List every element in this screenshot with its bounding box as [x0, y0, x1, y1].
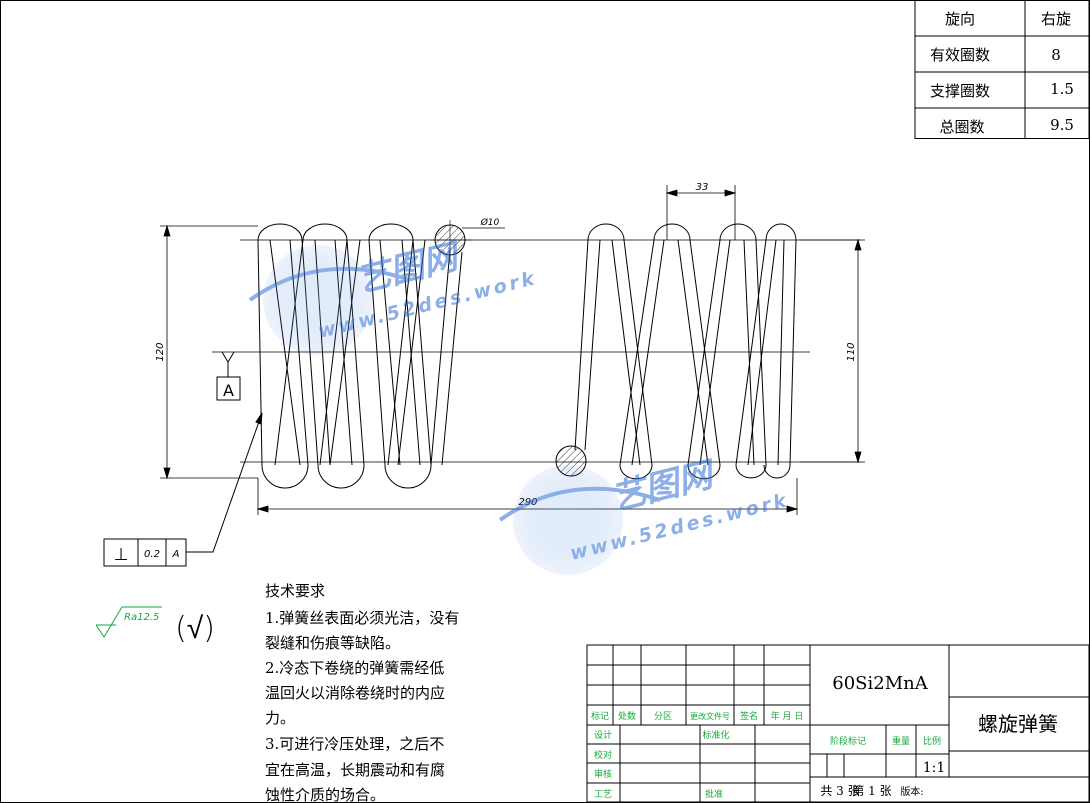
header-signature: 签名: [740, 710, 758, 722]
spec-value: 1.5: [1050, 80, 1074, 98]
coil-bottom-turn: [261, 464, 309, 489]
coil-top-turn: [653, 223, 691, 241]
role-standardization: 标准化: [702, 729, 729, 741]
tech-req-line: 温回火以消除卷绕时的内应: [265, 684, 445, 702]
tolerance-frame: [103, 412, 263, 567]
total-sheets: 共 3 张: [820, 784, 859, 798]
coil-top-turn: [257, 223, 303, 241]
watermark-logo: 艺图网 www.52des.work: [498, 454, 791, 575]
role-check: 校对: [594, 749, 612, 761]
tech-req-line: 力。: [265, 709, 295, 727]
coil-top-turn: [302, 223, 348, 241]
role-review: 审核: [594, 768, 612, 780]
dim-wire-diameter: Ø10: [480, 217, 500, 228]
spec-table: 旋向 右旋 有效圈数 8 支撑圈数 1.5 总圈数 9.5: [914, 0, 1090, 139]
spec-label: 支撑圈数: [930, 82, 990, 100]
roughness-suffix: (√): [175, 611, 215, 646]
stage-label: 阶段标记: [830, 735, 866, 747]
datum-marker: [216, 351, 241, 401]
header-change-doc: 更改文件号: [690, 711, 730, 721]
coil-top-turn: [719, 223, 757, 241]
tolerance-datum: A: [172, 549, 180, 560]
coil-top-turn: [368, 223, 414, 241]
spec-value: 右旋: [1041, 10, 1071, 28]
dim-outer-height: 120: [155, 342, 166, 361]
coil-bottom-turn: [687, 464, 721, 480]
dimensions: [160, 185, 865, 515]
tech-req-line: 1.弹簧丝表面必须光洁，没有: [265, 609, 459, 627]
header-count: 处数: [618, 710, 636, 722]
tech-req-title: 技术要求: [265, 582, 325, 600]
role-process: 工艺: [594, 789, 612, 800]
tech-req-line: 2.冷态下卷绕的弹簧需经低: [265, 659, 444, 677]
datum-label: A: [223, 381, 234, 400]
spec-label: 旋向: [945, 10, 975, 28]
spec-value: 9.5: [1050, 116, 1074, 134]
roughness-value: Ra12.5: [124, 612, 159, 623]
coil-top-turn: [765, 223, 797, 241]
scale-value: 1:1: [923, 760, 946, 776]
title-block: [586, 644, 1090, 803]
weight-label: 重量: [892, 735, 910, 747]
coil-top-turn: [587, 223, 625, 241]
material-name: 60Si2MnA: [832, 673, 928, 694]
coil-bottom-turn: [384, 464, 432, 489]
header-date: 年 月 日: [771, 710, 804, 722]
roughness-symbol: [95, 606, 162, 638]
sheet-number: 第 1 张: [852, 784, 891, 798]
tech-req-line: 3.可进行冷压处理，之后不: [265, 735, 444, 753]
tolerance-value: 0.2: [144, 549, 160, 560]
spec-label: 总圈数: [939, 118, 984, 136]
spec-value: 8: [1051, 46, 1061, 64]
tech-req-line: 宜在高温，长期震动和有腐: [265, 761, 445, 779]
part-name: 螺旋弹簧: [978, 712, 1058, 736]
perpendicularity-icon: ⊥: [114, 545, 129, 565]
coil-bottom-turn: [317, 464, 365, 489]
version-label: 版本:: [900, 785, 923, 798]
watermark-logo: 艺图网 www.52des.work: [248, 236, 539, 355]
spec-label: 有效圈数: [930, 46, 990, 64]
role-design: 设计: [594, 729, 612, 741]
coil-bottom-turn: [619, 464, 653, 480]
dim-inner-height: 110: [846, 342, 857, 361]
scale-label: 比例: [923, 735, 941, 747]
coil-bottom-turn: [763, 464, 791, 479]
tech-req-line: 裂缝和伤痕等缺陷。: [265, 634, 400, 652]
header-zone: 分区: [654, 711, 672, 722]
header-mark: 标记: [591, 710, 609, 722]
tech-requirements: 技术要求 1.弹簧丝表面必须光洁，没有 裂缝和伤痕等缺陷。 2.冷态下卷绕的弹簧…: [265, 582, 459, 803]
coil-bottom-turn: [735, 464, 767, 479]
dim-pitch: 33: [696, 182, 709, 193]
tech-req-line: 蚀性介质的场合。: [265, 786, 385, 803]
role-approve: 批准: [705, 788, 723, 800]
